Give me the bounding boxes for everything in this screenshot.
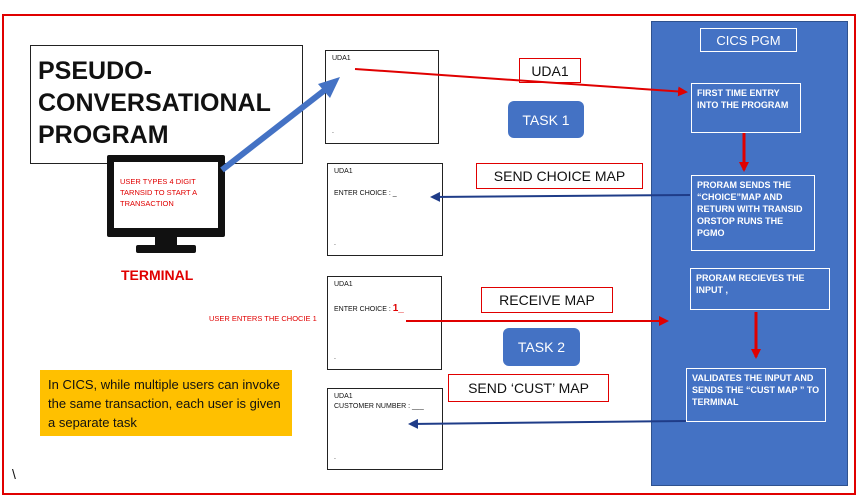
terminal-screen-text: USER TYPES 4 DIGIT TARNSID TO START A TR… (120, 177, 197, 208)
label-send-choice-map: SEND CHOICE MAP (476, 163, 643, 189)
terminal-label: TERMINAL (121, 267, 194, 283)
terminal-stand-base (136, 245, 196, 253)
cics-program-title: CICS PGM (700, 28, 797, 52)
map-header: UDA1 (334, 393, 353, 400)
title-line-3: PROGRAM (38, 121, 169, 149)
map-screen-receive: UDA1 ENTER CHOICE : 1_ . (327, 276, 442, 370)
cics-step-receive-input: PRORAM RECIEVES THE INPUT , (690, 268, 830, 310)
map-dot: . (334, 454, 336, 461)
terminal-monitor-icon: USER TYPES 4 DIGIT TARNSID TO START A TR… (107, 155, 225, 237)
map-screen-choice: UDA1 ENTER CHOICE : _ . (327, 163, 443, 256)
title-line-2: CONVERSATIONAL (38, 89, 271, 117)
map-choice-value: 1_ (392, 303, 404, 314)
map-customer-line: CUSTOMER NUMBER : ___ (334, 403, 424, 410)
label-receive-map: RECEIVE MAP (481, 287, 613, 313)
map-choice-line: ENTER CHOICE : 1_ (334, 303, 404, 314)
outer-frame (2, 14, 856, 495)
cics-step-validate: VALIDATES THE INPUT AND SENDS THE “CUST … (686, 368, 826, 422)
map-dot: . (334, 354, 336, 361)
map-screen-customer: UDA1 CUSTOMER NUMBER : ___ . (327, 388, 443, 470)
stray-backslash: \ (12, 466, 16, 482)
label-send-cust-map: SEND ‘CUST’ MAP (448, 374, 609, 402)
map-header: UDA1 (334, 281, 353, 288)
arrow-uda1-to-program (354, 68, 688, 97)
map-header: UDA1 (334, 168, 353, 175)
arrow-send-cust-map (408, 418, 687, 429)
map-header: UDA1 (332, 55, 351, 62)
cics-step-send-choice: PRORAM SENDS THE “CHOICE”MAP AND RETURN … (691, 175, 815, 251)
map-dot: . (334, 240, 336, 247)
map-choice-line: ENTER CHOICE : _ (334, 190, 397, 197)
arrow-terminal-to-map-head (318, 77, 340, 98)
map-screen-initial: UDA1 . (325, 50, 439, 144)
cics-step-first-entry: FIRST TIME ENTRY INTO THE PROGRAM (691, 83, 801, 133)
diagram-title: PSEUDO- CONVERSATIONAL PROGRAM (38, 55, 298, 151)
label-uda1: UDA1 (519, 58, 581, 83)
terminal-screen: USER TYPES 4 DIGIT TARNSID TO START A TR… (114, 162, 218, 228)
task-2-box: TASK 2 (503, 328, 580, 366)
terminal-stand-neck (155, 236, 177, 246)
arrow-send-choice-map (430, 191, 691, 202)
arrow-terminal-to-map (220, 83, 332, 173)
task-1-box: TASK 1 (508, 101, 584, 138)
cics-note-callout: In CICS, while multiple users can invoke… (40, 370, 292, 436)
user-enters-choice-text: USER ENTERS THE CHOCIE 1 (209, 314, 317, 323)
title-line-1: PSEUDO- (38, 57, 152, 85)
map-dot: . (332, 128, 334, 135)
map-choice-prefix: ENTER CHOICE : (334, 306, 393, 313)
